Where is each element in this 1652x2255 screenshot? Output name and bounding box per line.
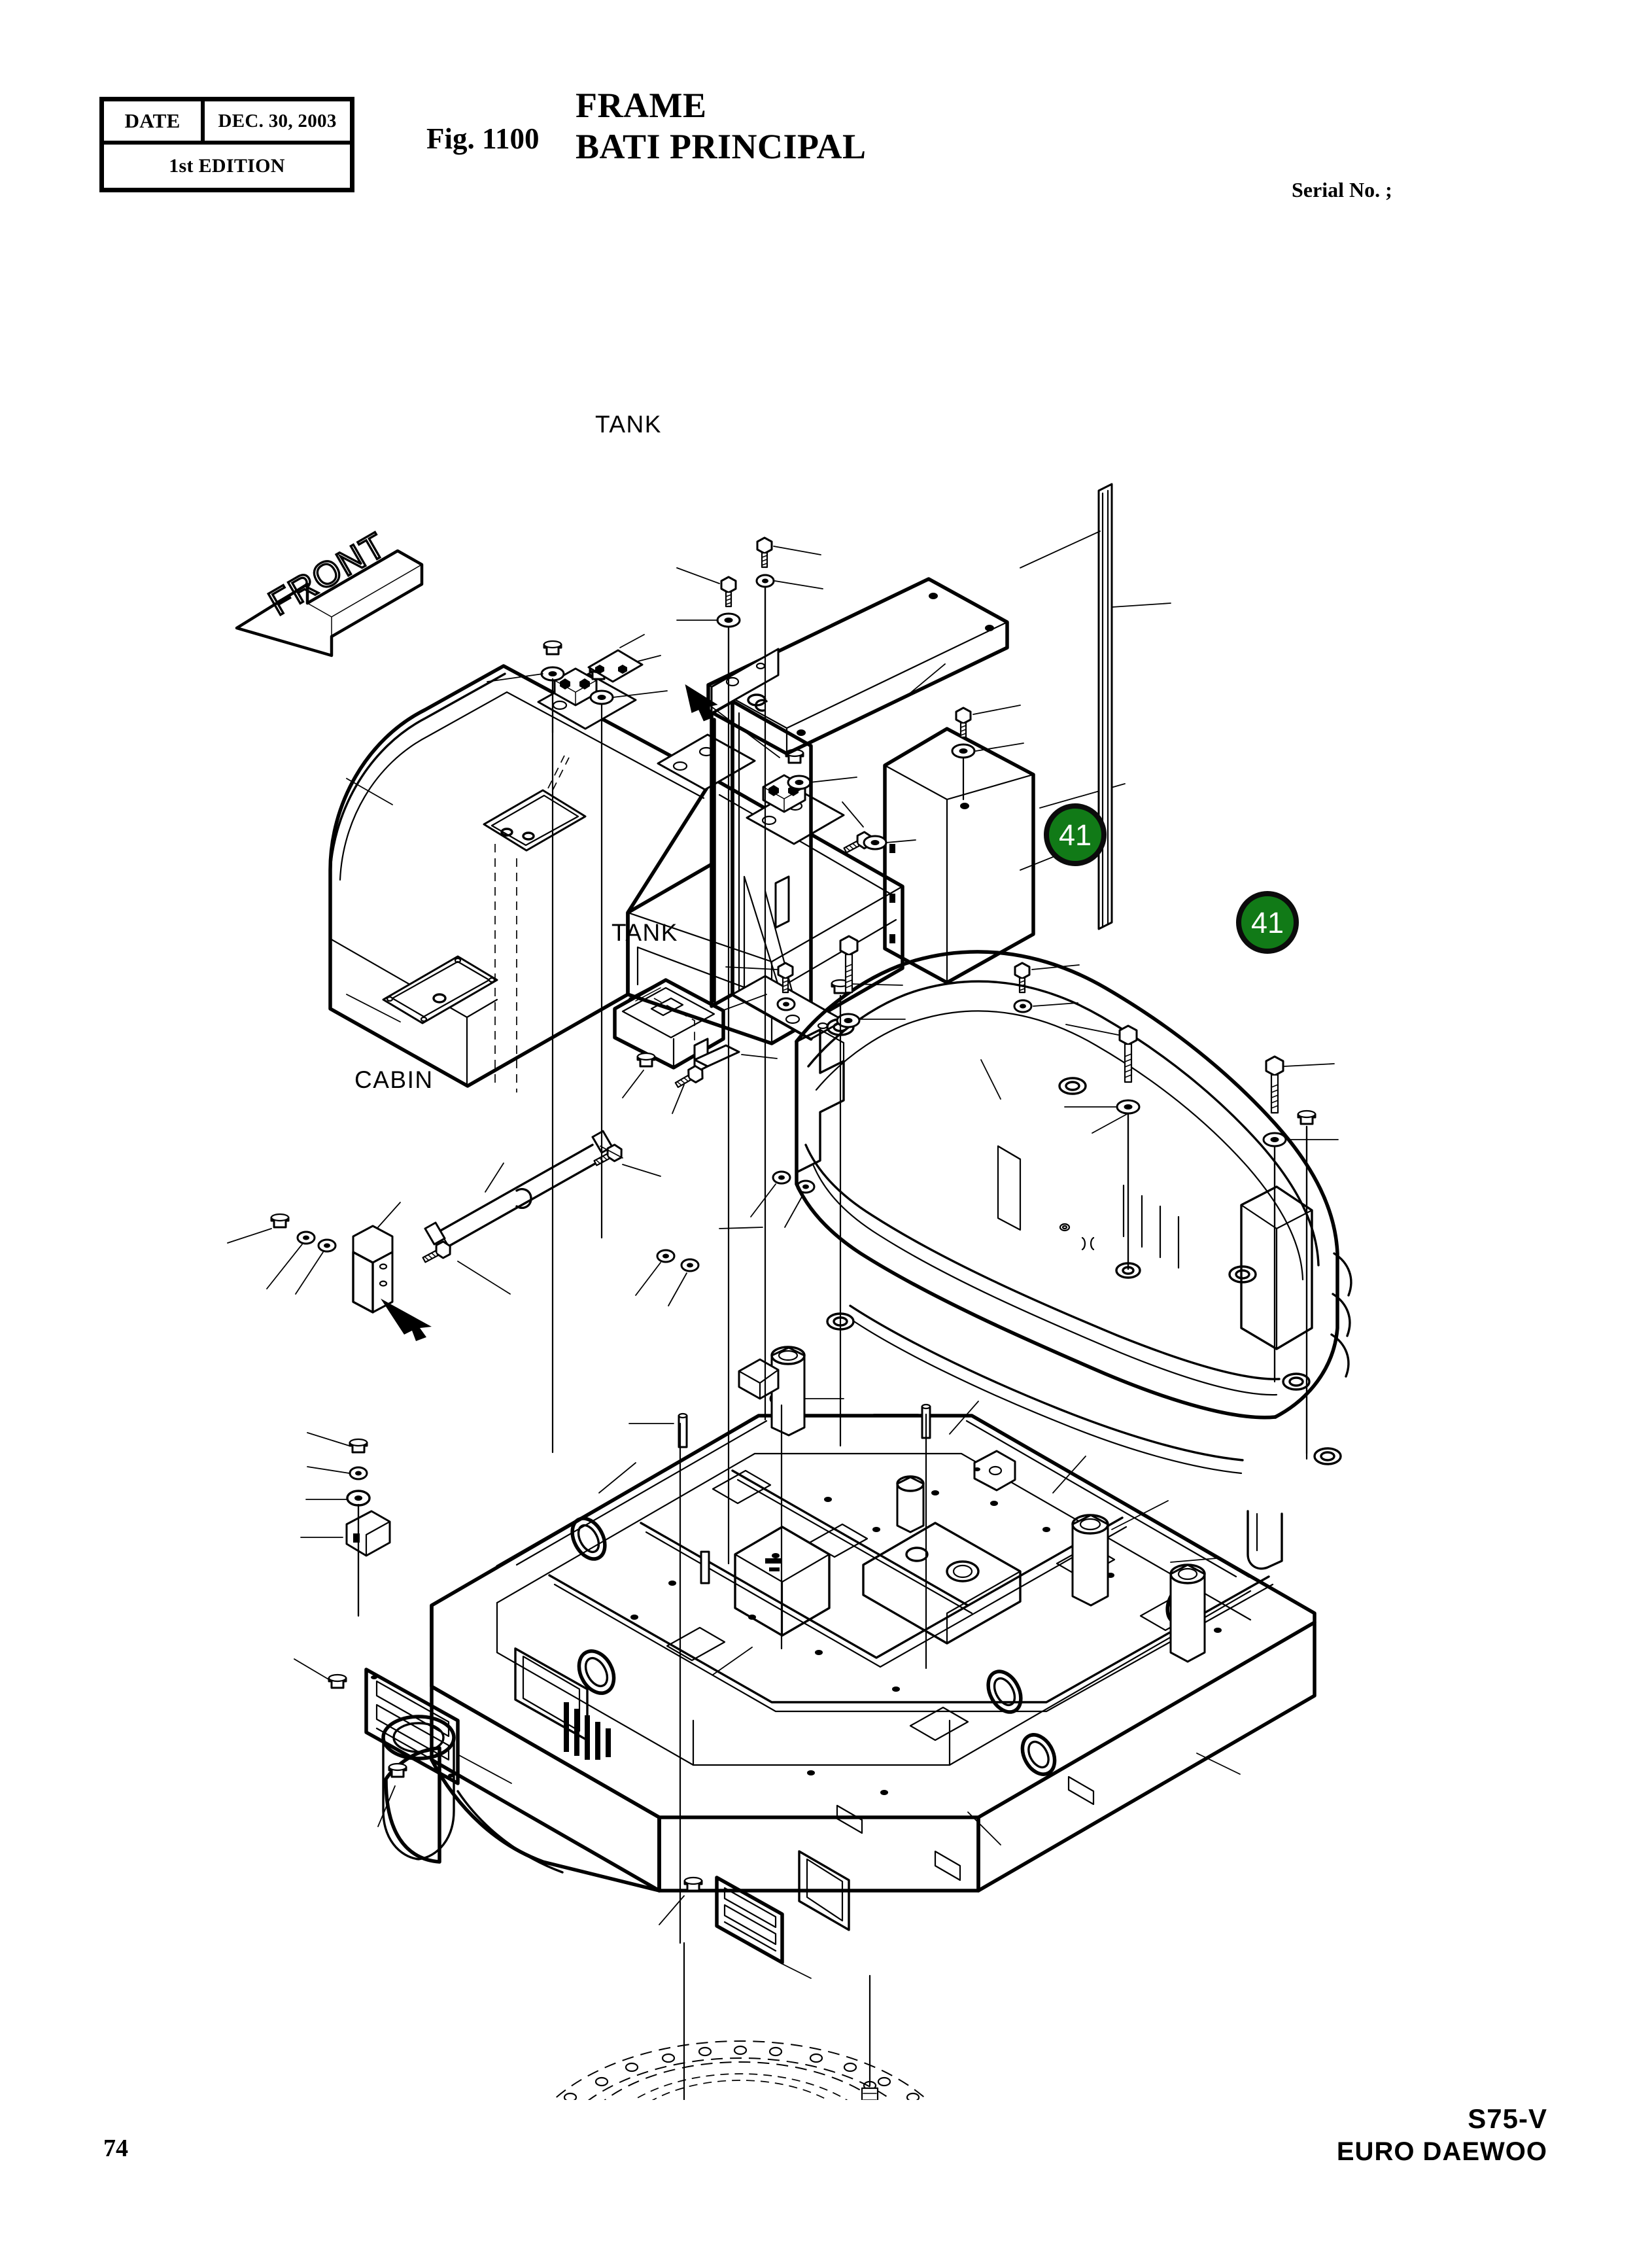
- slew-bolt-outer: [683, 1942, 685, 2100]
- lifting-eye-a: [973, 1450, 1016, 1492]
- annotation-cabin: CABIN: [354, 1066, 434, 1093]
- deck-pin-b: [873, 1403, 931, 1439]
- footer-identity: S75-V EURO DAEWOO: [1337, 2103, 1547, 2167]
- left-pivot-bore-2: [577, 1649, 616, 1695]
- vertical-shield-bracket: [710, 648, 845, 1041]
- exploded-guide-lines: [357, 586, 1308, 1944]
- left-pivot-bore: [570, 1516, 607, 1561]
- tray-bolt-left: [622, 1052, 656, 1098]
- annotation-tank-lower: TANK: [611, 919, 678, 946]
- deck-pin-a: [628, 1412, 688, 1448]
- assembly-svg: .ln{fill:none;stroke:#000;stroke-width:2…: [227, 483, 1352, 2100]
- frame-small-tabs: [836, 1775, 1095, 1881]
- cw-boss-b: [1228, 1265, 1257, 1284]
- seal-strip-rod: [1020, 483, 1171, 930]
- annotation-tank-upper: TANK: [595, 411, 662, 438]
- revision-meta-table: DATE DEC. 30, 2003 1st EDITION: [99, 97, 354, 192]
- cw-boss-f: [1313, 1447, 1342, 1465]
- edition-value: 1st EDITION: [169, 155, 285, 177]
- center-pivot-bore-2: [1020, 1733, 1057, 1776]
- strut-washer-pair-b: [635, 1249, 700, 1306]
- deck-bolt-holes: [630, 1490, 1222, 1795]
- meta-row-edition: 1st EDITION: [104, 145, 350, 188]
- part-callout-41-b[interactable]: 41: [1236, 891, 1299, 954]
- hood-latch-plate: [483, 755, 587, 852]
- cw-boss-a: [1058, 1077, 1087, 1095]
- cabin-mount-bracket: [227, 1202, 432, 1341]
- tray-bolt-right: [672, 1062, 707, 1114]
- brand-name: EURO DAEWOO: [1336, 2137, 1547, 2166]
- exploded-assembly-drawing: .ln{fill:none;stroke:#000;stroke-width:2…: [0, 216, 1652, 2100]
- slew-bolt-inner: [861, 1974, 879, 2100]
- center-pivot-bore: [986, 1669, 1023, 1714]
- serial-number-label: Serial No. ;: [1292, 178, 1392, 201]
- page-number: 74: [103, 2135, 128, 2162]
- date-label: DATE: [104, 101, 205, 141]
- slewing-ring-bearing: [552, 1942, 929, 2100]
- revolving-frame-base: [294, 1346, 1316, 1979]
- hood-fastener-group-right: [785, 748, 857, 790]
- strut-washer-pair-a: [750, 1170, 816, 1228]
- deck-post-c: [1169, 1564, 1206, 1663]
- bottom-vent-grille: [659, 1850, 850, 1979]
- deck-post-b: [1071, 1514, 1109, 1607]
- meta-row-date: DATE DEC. 30, 2003: [104, 101, 350, 145]
- part-callout-41-a[interactable]: 41: [1044, 803, 1107, 866]
- tank-leader-lower: [600, 1145, 623, 1159]
- figure-number: Fig. 1100: [426, 122, 540, 155]
- box-bolt-top: [951, 705, 1024, 801]
- deck-post-a: [770, 1346, 806, 1437]
- side-box-panel: [840, 705, 1126, 1013]
- hood-access-hatch: [382, 955, 498, 1024]
- deck-mount-pads: [666, 1469, 1199, 1741]
- machine-model: S75-V: [1468, 2103, 1547, 2134]
- title-french: BATI PRINCIPAL: [576, 127, 867, 167]
- deck-pin-c: [700, 1550, 710, 1584]
- rear-fin-vent: [564, 1702, 611, 1760]
- boom-mount-boss-group: [862, 1522, 1022, 1645]
- date-value: DEC. 30, 2003: [218, 110, 337, 131]
- box-bolt-side: [840, 801, 916, 858]
- page-title: FRAME BATI PRINCIPAL: [576, 86, 867, 167]
- deck-post-d: [896, 1475, 925, 1533]
- shield-bolt-bottom: [725, 962, 796, 1011]
- front-orientation-arrow: FRONT: [235, 524, 424, 657]
- title-english: FRAME: [576, 86, 707, 125]
- hood-bracket-small: [587, 634, 645, 683]
- gas-strut-rod: [419, 1130, 661, 1295]
- counterweight-body: [719, 950, 1352, 1570]
- frame-hardware-cluster: [300, 1432, 391, 1617]
- box-bolt-bottom: [1013, 962, 1080, 1013]
- tank-arrow-upper: [685, 684, 780, 758]
- lifting-eye-b: [738, 1358, 780, 1400]
- cw-boss-d: [1282, 1372, 1311, 1391]
- cw-fastener-left-long: [836, 935, 906, 1028]
